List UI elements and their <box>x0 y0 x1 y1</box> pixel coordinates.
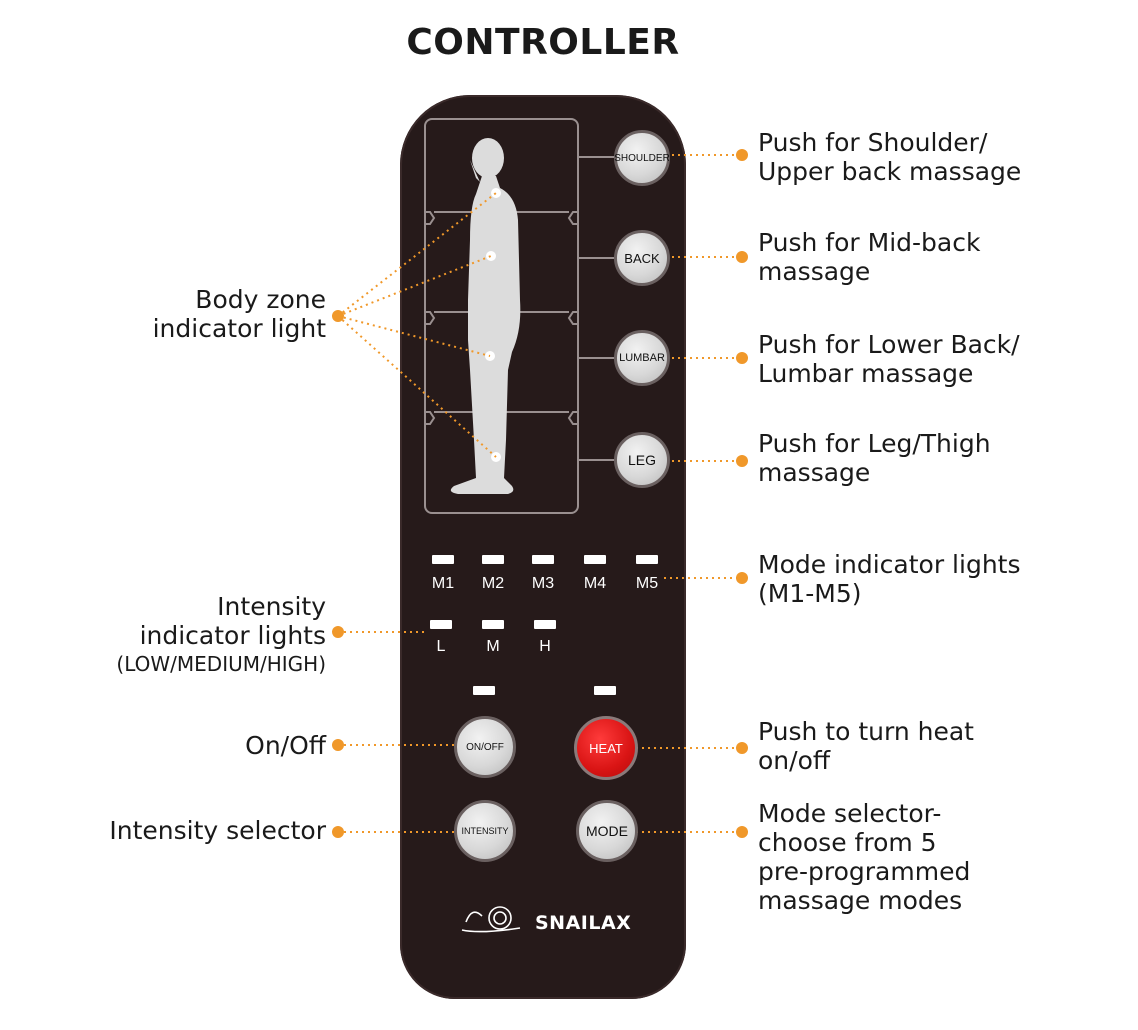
heat-button-label: HEAT <box>589 740 623 756</box>
button-connectors <box>579 156 615 461</box>
callout-body-zone-line-2: indicator light <box>152 314 326 343</box>
callout-lines <box>337 154 742 833</box>
callout-body-zone: Body zone indicator light <box>153 285 326 343</box>
callout-back-line-1: Push for Mid-back <box>758 228 981 257</box>
callout-mode-selector-line-4: massage modes <box>758 886 963 915</box>
mode-button[interactable]: MODE <box>576 800 638 862</box>
callout-intensity-lights: Intensity indicator lights (LOW/MEDIUM/H… <box>116 592 326 679</box>
mode-indicator-m3 <box>532 555 554 564</box>
intensity-button[interactable]: INTENSITY <box>454 800 516 862</box>
on-off-button[interactable]: ON/OFF <box>454 716 516 778</box>
snail-logo-icon <box>461 906 521 933</box>
intensity-indicator-medium <box>482 620 504 629</box>
callout-shoulder-line-2: Upper back massage <box>758 157 1022 186</box>
back-button[interactable]: BACK <box>614 230 670 286</box>
intensity-label-medium: M <box>486 638 500 655</box>
back-button-label: BACK <box>624 250 660 266</box>
lumbar-button[interactable]: LUMBAR <box>614 330 670 386</box>
callout-intensity-lights-line-3: (LOW/MEDIUM/HIGH) <box>116 652 326 676</box>
callout-heat: Push to turn heat on/off <box>758 717 974 775</box>
intensity-indicator-high <box>534 620 556 629</box>
callout-leg-line-2: massage <box>758 458 871 487</box>
mode-label-m5: M5 <box>635 575 659 592</box>
callout-shoulder-line-1: Push for Shoulder/ <box>758 128 988 157</box>
callout-mode-selector-line-2: choose from 5 <box>758 828 937 857</box>
callout-back-line-2: massage <box>758 257 871 286</box>
intensity-indicator-low <box>430 620 452 629</box>
callout-intensity-selector-line-1: Intensity selector <box>109 816 326 845</box>
callout-dots <box>332 149 748 838</box>
heat-indicator <box>594 686 616 695</box>
page-title: CONTROLLER <box>406 22 680 63</box>
lumbar-button-label: LUMBAR <box>619 352 665 364</box>
callout-mode-selector-line-1: Mode selector- <box>758 799 942 828</box>
shoulder-button[interactable]: SHOULDER <box>614 130 670 186</box>
callout-shoulder: Push for Shoulder/ Upper back massage <box>758 128 1021 186</box>
callout-lumbar-line-2: Lumbar massage <box>758 359 974 388</box>
body-indicator-dots <box>485 188 501 462</box>
intensity-button-label: INTENSITY <box>461 826 509 836</box>
mode-indicator-m5 <box>636 555 658 564</box>
heat-button[interactable]: HEAT <box>574 716 638 780</box>
mode-label-m3: M3 <box>531 575 555 592</box>
callout-leg-line-1: Push for Leg/Thigh <box>758 429 991 458</box>
power-indicator <box>473 686 495 695</box>
callout-intensity-lights-line-2: indicator lights <box>139 621 326 650</box>
callout-back: Push for Mid-back massage <box>758 228 980 286</box>
callout-intensity-selector: Intensity selector <box>109 816 326 845</box>
mode-label-m2: M2 <box>481 575 505 592</box>
callout-leg: Push for Leg/Thigh massage <box>758 429 991 487</box>
intensity-label-low: L <box>436 638 446 655</box>
callout-lumbar: Push for Lower Back/ Lumbar massage <box>758 330 1020 388</box>
mode-label-m1: M1 <box>431 575 455 592</box>
callout-intensity-lights-line-1: Intensity <box>217 592 326 621</box>
shoulder-button-label: SHOULDER <box>614 152 670 164</box>
callout-heat-line-1: Push to turn heat <box>758 717 974 746</box>
body-zone-panel <box>424 118 579 514</box>
intensity-label-high: H <box>539 638 551 655</box>
callout-mode-lights: Mode indicator lights (M1-M5) <box>758 550 1021 608</box>
callout-lumbar-line-1: Push for Lower Back/ <box>758 330 1020 359</box>
on-off-button-label: ON/OFF <box>466 741 504 753</box>
callout-mode-selector-line-3: pre-programmed <box>758 857 971 886</box>
callout-mode-lights-line-1: Mode indicator lights <box>758 550 1021 579</box>
mode-indicator-m2 <box>482 555 504 564</box>
callout-heat-line-2: on/off <box>758 746 831 775</box>
callout-mode-lights-line-2: (M1-M5) <box>758 579 862 608</box>
callout-on-off: On/Off <box>245 731 326 760</box>
callout-mode-selector: Mode selector- choose from 5 pre-program… <box>758 799 970 915</box>
brand-name: SNAILAX <box>535 912 632 934</box>
human-silhouette-icon <box>450 138 521 494</box>
mode-button-label: MODE <box>586 823 628 839</box>
leg-button[interactable]: LEG <box>614 432 670 488</box>
callout-body-zone-line-1: Body zone <box>195 285 326 314</box>
mode-indicator-m1 <box>432 555 454 564</box>
callout-on-off-line-1: On/Off <box>245 731 326 760</box>
mode-indicator-m4 <box>584 555 606 564</box>
leg-button-label: LEG <box>627 452 656 468</box>
mode-label-m4: M4 <box>583 575 607 592</box>
